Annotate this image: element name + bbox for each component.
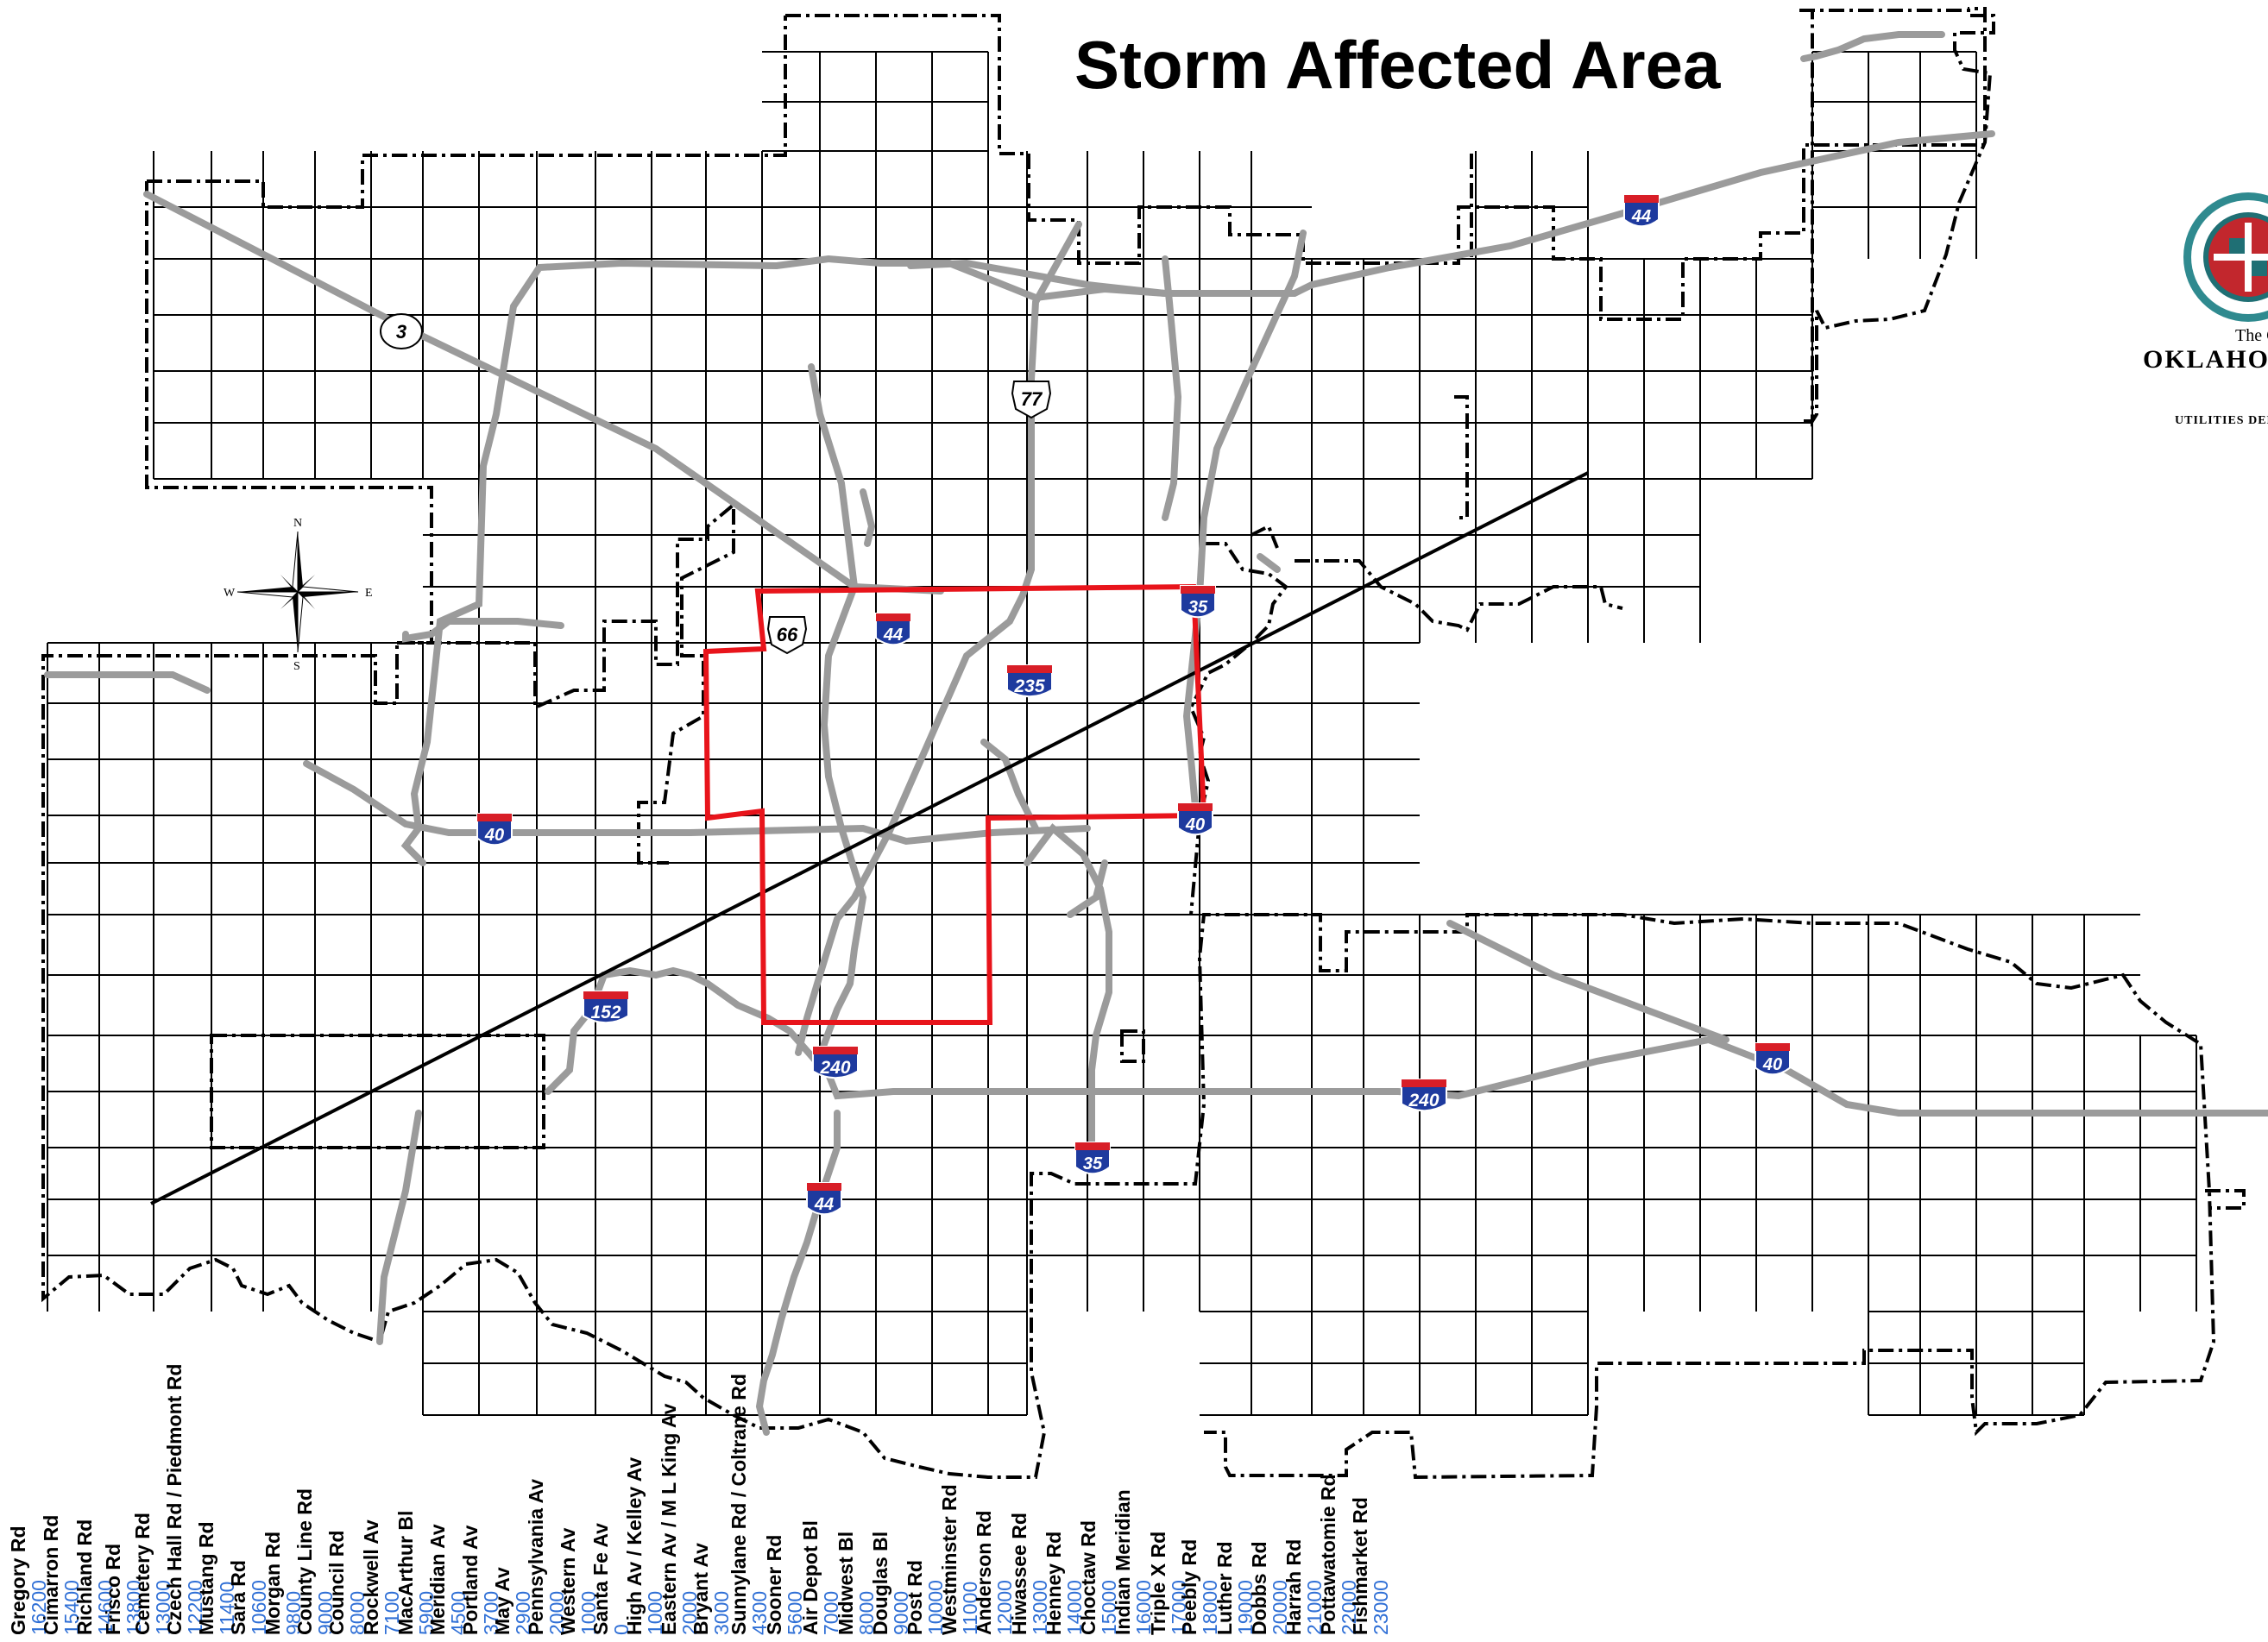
us-77-shield-number: 77 (1021, 388, 1043, 410)
street-name: Anderson Rd (973, 1510, 995, 1635)
interstate-40-shield-far-e-number: 40 (1762, 1055, 1782, 1074)
compass-rose: N S E W (224, 517, 373, 673)
interstate-35-shield-n-number: 35 (1188, 598, 1208, 617)
street-name: Hiwassee Rd (1008, 1513, 1030, 1635)
street-name: High Av / Kelley Av (623, 1456, 646, 1635)
street-grid (47, 51, 2197, 1416)
street-name: Pennsylvania Av (525, 1478, 547, 1635)
street-name: Sunnylane Rd / Coltrane Rd (728, 1374, 750, 1635)
interstate-40-shield-far-e: 40 (1755, 1042, 1791, 1076)
street-name: Triple X Rd (1147, 1531, 1169, 1635)
highways (44, 31, 2268, 1436)
us-66-shield-number: 66 (777, 624, 798, 645)
interstate-44-shield-sw-number: 44 (814, 1195, 834, 1214)
interstate-35-shield-s: 35 (1074, 1142, 1111, 1175)
street-name: Air Depot Bl (799, 1520, 822, 1635)
street-name: Cemetery Rd (131, 1513, 154, 1635)
street-name: Western Av (557, 1527, 579, 1635)
logo-line-1: The Cit (2235, 326, 2268, 345)
us-66-shield: 66 (766, 616, 808, 655)
street-name: Midwest Bl (835, 1531, 857, 1635)
street-name: County Line Rd (293, 1488, 316, 1635)
interstate-152-shield: 152 (583, 991, 629, 1024)
interstate-35-shield-n: 35 (1180, 585, 1216, 619)
street-name: Czech Hall Rd / Piedmont Rd (163, 1363, 186, 1635)
street-name: Sooner Rd (763, 1534, 785, 1635)
interstate-235-shield-number: 235 (1013, 676, 1044, 696)
street-name: Frisco Rd (102, 1543, 124, 1635)
street-number: 23000 (1370, 1580, 1392, 1635)
us-77-shield: 77 (1011, 381, 1052, 419)
street-name: Peebly Rd (1178, 1538, 1200, 1635)
interstate-40-shield-e: 40 (1177, 802, 1213, 836)
street-name: Santa Fe Av (589, 1523, 612, 1635)
street-name: Dobbs Rd (1248, 1541, 1270, 1635)
interstate-44-shield-sw: 44 (806, 1182, 842, 1216)
logo-line-2: OKLAHOM (2143, 345, 2268, 374)
street-name: Indian Meridian (1112, 1489, 1134, 1635)
street-name: Richland Rd (73, 1519, 96, 1635)
interstate-240-shield-w: 240 (812, 1046, 859, 1079)
street-name: Henney Rd (1043, 1531, 1065, 1635)
compass-n: N (293, 517, 302, 530)
street-name: Eastern Av / M L King Av (658, 1403, 680, 1635)
street-name: May Av (491, 1567, 513, 1635)
interstate-240-shield-e: 240 (1401, 1079, 1447, 1112)
interstate-40-shield-w-number: 40 (484, 826, 504, 845)
interstate-44-shield-ne-number: 44 (1631, 207, 1651, 226)
interstate-240-shield-e-number: 240 (1408, 1091, 1439, 1110)
affected-area-outline (702, 583, 1207, 1025)
city-limits-boundary (41, 7, 2246, 1480)
street-name: Meridian Av (426, 1524, 449, 1635)
street-name: Fishmarket Rd (1349, 1497, 1371, 1635)
state-highway-3-shield-number: 3 (396, 321, 406, 343)
street-name: Choctaw Rd (1077, 1520, 1099, 1635)
interstate-152-shield-number: 152 (590, 1003, 621, 1022)
compass-e: E (365, 587, 373, 600)
street-name: Gregory Rd (7, 1526, 29, 1635)
compass-w: W (224, 587, 236, 600)
street-name: Rockwell Av (360, 1519, 382, 1635)
street-name: Portland Av (459, 1525, 482, 1635)
street-name: Mustang Rd (195, 1521, 217, 1635)
interstate-44-shield-nw: 44 (875, 613, 911, 646)
route-shields: 44 44 44 40 40 40 235 35 35 240 240 152 77 66 3 (380, 194, 1791, 1216)
interstate-240-shield-w-number: 240 (819, 1058, 850, 1078)
street-name: Bryant Av (690, 1543, 712, 1635)
street-name: Sara Rd (227, 1560, 249, 1635)
street-name: Westminster Rd (938, 1484, 961, 1635)
street-name: Cimarron Rd (40, 1514, 62, 1635)
interstate-40-shield-w: 40 (476, 813, 513, 846)
interstate-40-shield-e-number: 40 (1185, 815, 1205, 834)
street-name: Morgan Rd (261, 1531, 284, 1635)
interstate-235-shield: 235 (1006, 664, 1053, 698)
logo-line-3: UTILITIES DEP (2175, 414, 2268, 427)
state-highway-3-shield: 3 (380, 313, 423, 349)
compass-s: S (293, 660, 300, 673)
street-name: Post Rd (904, 1560, 926, 1635)
map-title: Storm Affected Area (1074, 27, 1721, 103)
storm-track-line (150, 471, 1589, 1205)
street-name: Luther Rd (1213, 1541, 1236, 1635)
interstate-44-shield-ne: 44 (1623, 194, 1660, 228)
street-name: Council Rd (325, 1530, 348, 1635)
street-name: Harrah Rd (1282, 1538, 1305, 1635)
interstate-44-shield-nw-number: 44 (883, 626, 903, 645)
street-name: MacArthur Bl (394, 1510, 417, 1635)
interstate-35-shield-s-number: 35 (1083, 1154, 1103, 1173)
city-seal-logo (2183, 192, 2268, 322)
street-name: Pottawatomie Rd (1317, 1474, 1339, 1635)
street-name: Douglas Bl (869, 1531, 891, 1635)
